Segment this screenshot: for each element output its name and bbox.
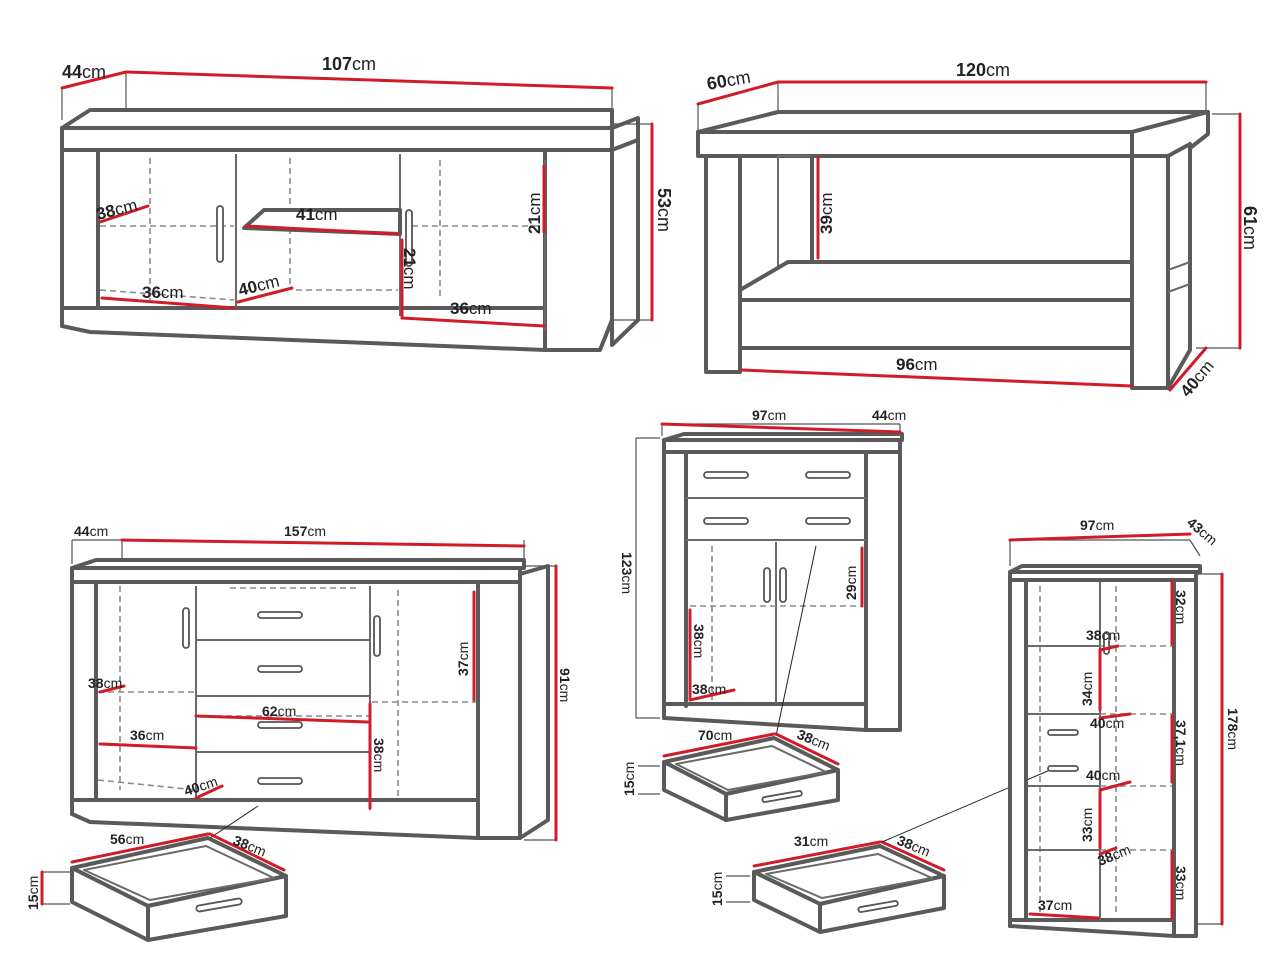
vitrine: 97cm 43cm 178cm 32cm 38cm 34cm 40cm 37,1…: [1008, 514, 1241, 938]
tv-inner-middle-label: 40cm: [236, 271, 281, 299]
vt-h4-label: 33cm: [1079, 808, 1095, 842]
hb-drawer-width-label: 70cm: [698, 727, 732, 743]
vt-drawer-width-label: 31cm: [794, 833, 828, 849]
highboard-drawer: 70cm 38cm 15cm: [621, 726, 840, 822]
sideboard: 44cm 157cm 91cm 38cm 36cm 40cm 62cm 37cm…: [70, 523, 573, 842]
vt-bottom-width-label: 37cm: [1038, 897, 1072, 913]
tv-height-label: 53cm: [654, 188, 674, 232]
hb-depth-label: 44cm: [872, 407, 906, 423]
sb-right-lower-label: 38cm: [371, 738, 387, 772]
sb-drawer-width-label-2: 56cm: [110, 831, 144, 847]
coffee-table: 60cm 120cm 61cm 39cm 96cm 40cm: [696, 60, 1260, 401]
sb-inner-left-label: 36cm: [130, 727, 164, 743]
highboard: 97cm 44cm 123cm 29cm 38cm 38cm: [619, 407, 906, 737]
ct-inner-width-label: 96cm: [896, 355, 938, 374]
hb-width-label: 97cm: [752, 407, 786, 423]
vt-h3-label: 37,1cm: [1173, 720, 1189, 766]
sb-height-label: 91cm: [557, 668, 573, 702]
sb-drawer-depth-label: 38cm: [231, 832, 269, 860]
vt-h5-label: 33cm: [1173, 866, 1189, 900]
sb-inner-depth-label: 40cm: [182, 773, 220, 799]
sb-drawer-width-label: 62cm: [262, 703, 296, 719]
hb-lower-label: 38cm: [691, 624, 707, 658]
vt-d2-label: 38cm: [1095, 841, 1133, 869]
ct-height-label: 61cm: [1240, 206, 1260, 250]
ct-width-label: 120cm: [956, 60, 1010, 80]
ct-inner-height-label: 39cm: [817, 192, 836, 234]
hb-drawer-depth-label: 38cm: [795, 726, 833, 754]
sb-shelf-depth-label: 38cm: [88, 675, 122, 691]
tv-width-label: 107cm: [322, 54, 376, 74]
vt-depth-label: 43cm: [1184, 514, 1221, 548]
tv-middle-height-label: 21cm: [400, 248, 419, 290]
vt-drawer-height-label: 15cm: [709, 872, 725, 906]
vt-h1-label: 32cm: [1173, 590, 1189, 624]
sb-depth-label: 44cm: [74, 523, 108, 539]
vt-d1-label: 38cm: [1086, 627, 1120, 643]
vt-wb-label: 40cm: [1086, 767, 1120, 783]
tv-right-height-label: 21cm: [525, 192, 544, 234]
vt-wa-label: 40cm: [1090, 715, 1124, 731]
vt-h2-label: 34cm: [1079, 672, 1095, 706]
vt-drawer-depth-label: 38cm: [895, 832, 933, 860]
hb-upper-label: 29cm: [843, 566, 859, 600]
tv-inner-left-label: 36cm: [142, 283, 184, 302]
ct-depth-label: 60cm: [705, 67, 752, 94]
vt-height-label: 178cm: [1225, 708, 1241, 750]
tv-shelf-middle-label: 41cm: [296, 205, 338, 224]
tv-stand: 44cm 107cm 53cm 38cm 41cm 21cm 21cm 36cm…: [60, 54, 674, 352]
sb-drawer-height-label: 15cm: [25, 876, 41, 910]
sb-right-upper-label: 37cm: [455, 642, 471, 676]
hb-drawer-height-label: 15cm: [621, 762, 637, 796]
tv-depth-label: 44cm: [62, 62, 106, 82]
vt-width-label: 97cm: [1080, 517, 1114, 533]
hb-shelf-depth-label: 38cm: [692, 681, 726, 697]
tv-shelf-left-label: 38cm: [94, 195, 139, 223]
sideboard-drawer: 56cm 38cm 15cm: [25, 831, 288, 942]
hb-height-label: 123cm: [619, 552, 635, 594]
sb-width-label: 157cm: [284, 523, 326, 539]
vitrine-drawer: 31cm 38cm 15cm: [709, 769, 1051, 934]
tv-inner-right-label: 36cm: [450, 299, 492, 318]
